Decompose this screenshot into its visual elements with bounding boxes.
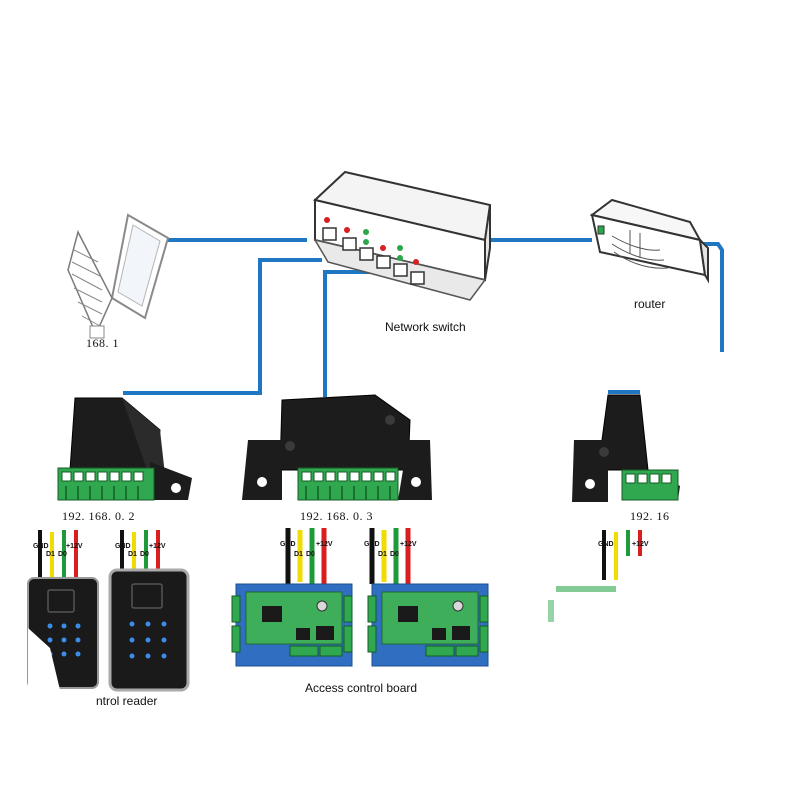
wire-label-d0: D0 <box>58 551 67 558</box>
network-switch-label: Network switch <box>385 320 466 334</box>
card-reader-2-icon <box>108 568 190 692</box>
access-control-board-1-icon <box>231 583 353 667</box>
controller-1-icon <box>57 397 192 501</box>
wire-bundle-board-2 <box>369 528 411 584</box>
wire-label-d1: D1 <box>128 551 137 558</box>
pc-ip-label: 168. 1 <box>86 336 119 350</box>
controller-1-ip-label: 192. 168. 0. 2 <box>62 509 135 523</box>
network-cables <box>123 238 724 397</box>
wire-label-gnd: GND <box>115 543 131 550</box>
wire-label-d1: D1 <box>46 551 55 558</box>
wire-label-d0: D0 <box>306 551 315 558</box>
wire-bundle-reader-1 <box>38 530 78 580</box>
card-reader-1-icon <box>27 577 99 690</box>
access-control-board-2-icon <box>367 583 489 667</box>
card-reader-caption: ntrol reader <box>96 694 158 708</box>
wire-label-12v: +12V <box>632 541 649 548</box>
router-icon <box>589 198 709 284</box>
wire-label-gnd: GND <box>33 543 49 550</box>
wire-label-gnd: GND <box>598 541 614 548</box>
access-control-board-3-icon <box>548 586 616 622</box>
wire-label-12v: +12V <box>400 541 417 548</box>
wire-label-12v: +12V <box>66 543 83 550</box>
cable-router-to-controller-3 <box>703 242 724 352</box>
network-switch-icon <box>312 170 492 301</box>
wire-label-d0: D0 <box>140 551 149 558</box>
wire-label-12v: +12V <box>316 541 333 548</box>
computer-icon <box>67 213 170 339</box>
controller-3-icon <box>572 394 680 502</box>
controller-2-icon <box>242 394 432 501</box>
cable-switch-to-controller-2 <box>323 270 374 397</box>
wire-label-d1: D1 <box>294 551 303 558</box>
wire-label-gnd: GND <box>280 541 296 548</box>
wire-label-d1: D1 <box>378 551 387 558</box>
access-control-board-caption: Access control board <box>305 681 418 695</box>
controller-2-ip-label: 192. 168. 0. 3 <box>300 509 373 523</box>
router-label: router <box>634 297 666 311</box>
controller-3-ip-label: 192. 16 <box>630 509 670 523</box>
wire-label-gnd: GND <box>364 541 380 548</box>
wire-label-12v: +12V <box>149 543 166 550</box>
wire-bundle-controller-3 <box>602 530 642 580</box>
cable-switch-to-controller-1 <box>123 258 322 395</box>
wire-bundle-board-1 <box>285 528 327 584</box>
wire-labels: GND D1 D0 +12V GND D1 D0 +12V GND D1 D0 … <box>33 541 649 558</box>
wire-label-d0: D0 <box>390 551 399 558</box>
